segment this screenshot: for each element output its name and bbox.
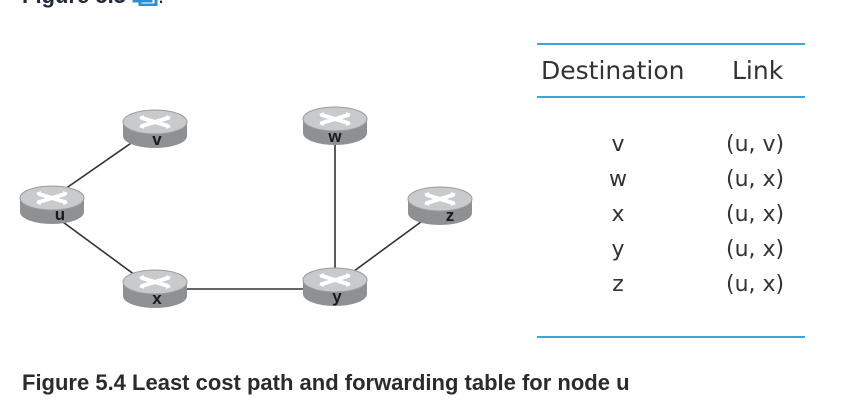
previous-figure-trailing: . xyxy=(158,0,164,8)
router-w[interactable]: w xyxy=(302,106,368,146)
table-row-link: (u, x) xyxy=(726,272,785,297)
table-row-destination: w xyxy=(609,167,627,192)
table-top-rule xyxy=(537,43,805,45)
table-header-rule xyxy=(537,96,805,98)
router-label-x: x xyxy=(152,289,162,308)
router-label-w: w xyxy=(327,127,342,146)
router-u[interactable]: u xyxy=(19,185,85,224)
router-y[interactable]: y xyxy=(302,267,368,306)
table-bottom-rule xyxy=(537,336,805,338)
table-row-destination: v xyxy=(611,132,625,157)
previous-figure-label: Figure 5.3 xyxy=(22,0,126,8)
table-row-destination: x xyxy=(611,202,625,227)
table-row-link: (u, v) xyxy=(726,132,785,157)
previous-figure-caption: Figure 5.3 . xyxy=(22,0,164,9)
router-label-y: y xyxy=(332,287,342,306)
router-label-u: u xyxy=(55,205,65,224)
table-header-destination: Destination xyxy=(541,56,685,85)
network-diagram: u v w z x y xyxy=(19,106,473,308)
table-header-link: Link xyxy=(732,56,784,85)
table-row-destination: y xyxy=(611,237,625,262)
table-row-destination: z xyxy=(612,272,624,297)
router-z[interactable]: z xyxy=(407,186,473,225)
table-row-link: (u, x) xyxy=(726,202,785,227)
table-row-link: (u, x) xyxy=(726,237,785,262)
router-x[interactable]: x xyxy=(122,269,188,308)
external-figure-link-icon[interactable] xyxy=(132,0,158,7)
table-row-link: (u, x) xyxy=(726,167,785,192)
router-label-z: z xyxy=(446,206,455,225)
router-label-v: v xyxy=(152,130,162,149)
figure-caption: Figure 5.4 Least cost path and forwardin… xyxy=(22,370,630,395)
router-v[interactable]: v xyxy=(122,109,188,149)
